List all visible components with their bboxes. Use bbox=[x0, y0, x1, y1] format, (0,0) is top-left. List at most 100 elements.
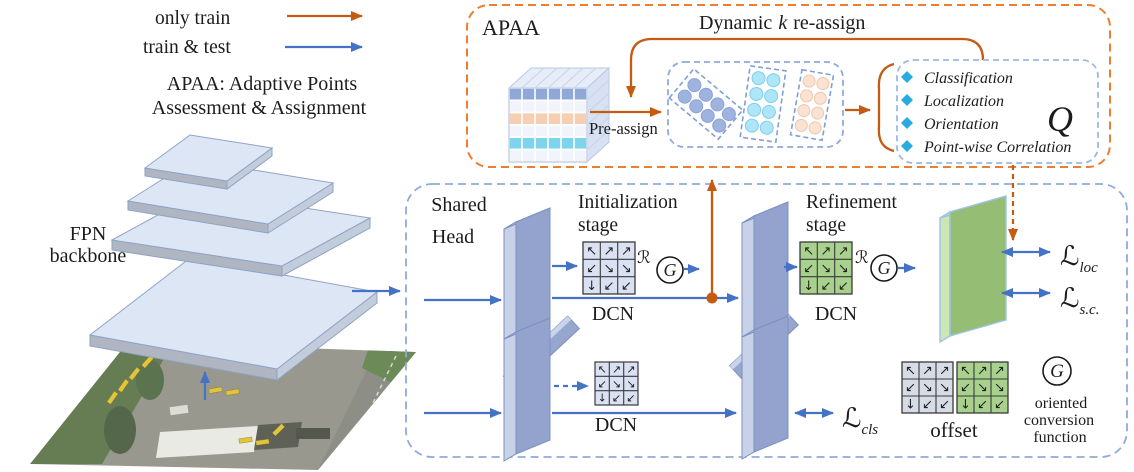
offset-arrow-icon: ↘ bbox=[838, 262, 849, 277]
offset-legend-label: offset bbox=[930, 418, 978, 442]
diamond-icons bbox=[901, 71, 913, 152]
point-group-cyan bbox=[739, 64, 787, 144]
loss-cls-label: ℒcls bbox=[842, 403, 878, 438]
offset-grid-cls: ↖ ↗ ↗ ↙ ↘ ↘ ↓ ↙ ↙ bbox=[594, 361, 639, 406]
offset-arrow-icon: ↗ bbox=[922, 364, 933, 379]
offset-arrow-icon: ↙ bbox=[586, 262, 597, 277]
offset-arrow-icon: ↘ bbox=[977, 381, 988, 396]
offset-arrow-icon: ↙ bbox=[821, 279, 832, 294]
offset-arrow-icon: ↙ bbox=[838, 279, 849, 294]
train-test-label: train & test bbox=[143, 37, 231, 58]
offset-arrow-icon: ↗ bbox=[994, 364, 1005, 379]
apaa-box-border bbox=[466, 4, 1111, 168]
dcn-label-cls: DCN bbox=[595, 414, 637, 436]
offset-arrow-icon: ↙ bbox=[803, 262, 814, 277]
fpn-plate-1 bbox=[143, 134, 274, 190]
offset-arrow-icon: ↘ bbox=[621, 262, 632, 277]
offset-arrow-icon: ↙ bbox=[604, 279, 615, 294]
fpn-plate-4 bbox=[88, 257, 379, 382]
shared-head-line2: Head bbox=[432, 226, 474, 248]
fpn-backbone: FPN backbone bbox=[30, 134, 416, 470]
pipeline-box: Shared Head Initialization stage Refinem… bbox=[405, 179, 1128, 462]
offset-arrow-icon: ↖ bbox=[598, 363, 607, 376]
offset-arrow-icon: ↙ bbox=[977, 398, 988, 413]
fpn-label-line1: FPN bbox=[70, 223, 107, 245]
g-caption-line2: conversion bbox=[1024, 412, 1094, 429]
g-symbol-refine: G bbox=[878, 258, 891, 278]
dynamic-k-reassign-loop-arrow bbox=[626, 37, 985, 98]
q-item-orientation: Orientation bbox=[924, 116, 999, 133]
point-group-peach bbox=[789, 68, 835, 142]
loss-sc-label: ℒs.c. bbox=[1060, 283, 1099, 318]
loss-loc-label: ℒloc bbox=[1060, 241, 1098, 276]
offset-arrow-icon: ↙ bbox=[922, 398, 933, 413]
offset-arrow-icon: ↘ bbox=[604, 262, 615, 277]
offset-arrow-icon: ↓ bbox=[960, 398, 971, 413]
offset-arrow-icon: ↗ bbox=[621, 244, 632, 259]
offset-arrow-icon: ↖ bbox=[905, 364, 916, 379]
r-symbol-refine: ℛ bbox=[855, 248, 869, 268]
offset-arrow-icon: ↙ bbox=[994, 398, 1005, 413]
apaa-definition-line2: Assessment & Assignment bbox=[152, 97, 367, 119]
refine-stage-line1: Refinement bbox=[806, 192, 898, 213]
offset-arrow-icon: ↓ bbox=[598, 392, 607, 405]
apaa-definition-line1: APAA: Adaptive Points bbox=[167, 73, 358, 95]
q-item-pointwise-correlation: Point-wise Correlation bbox=[923, 139, 1071, 156]
init-stage-line2: stage bbox=[578, 215, 618, 236]
legend-offset-grids: ↖ ↗ ↗ ↙ ↘ ↘ ↓ ↙ ↙ ↖ ↗ ↗ ↙ ↘ ↘ ↓ ↙ ↙ offs… bbox=[901, 361, 1009, 442]
pre-assign-label: Pre-assign bbox=[589, 119, 658, 138]
head-panel-cls-2 bbox=[741, 315, 789, 460]
apaa-title: APAA bbox=[482, 15, 540, 40]
offset-arrow-icon: ↘ bbox=[922, 381, 933, 396]
diamond-icon bbox=[901, 94, 913, 106]
dcn-label-refine: DCN bbox=[815, 303, 857, 325]
feature-cube bbox=[507, 66, 611, 164]
point-group-blue bbox=[668, 67, 744, 141]
fpn-label-line2: backbone bbox=[50, 245, 127, 267]
offset-arrow-icon: ↗ bbox=[939, 364, 950, 379]
point-groups-box bbox=[667, 61, 844, 148]
offset-arrow-icon: ↓ bbox=[905, 398, 916, 413]
g-symbol-init: G bbox=[664, 260, 677, 280]
g-caption-line1: oriented bbox=[1035, 395, 1087, 412]
offset-arrow-icon: ↖ bbox=[960, 364, 971, 379]
conversion-circle-legend bbox=[1042, 356, 1072, 386]
legend-conversion-function: G oriented conversion function bbox=[1024, 356, 1094, 446]
offset-arrow-icon: ↗ bbox=[604, 244, 615, 259]
offset-arrow-icon: ↘ bbox=[821, 262, 832, 277]
shared-head-line1: Shared bbox=[431, 194, 487, 216]
quality-box: Classification Localization Orientation … bbox=[896, 59, 1099, 164]
offset-arrow-icon: ↘ bbox=[994, 381, 1005, 396]
offset-arrow-icon: ↓ bbox=[803, 279, 814, 294]
offset-grid-refine: ↖ ↗ ↗ ↙ ↘ ↘ ↓ ↙ ↙ bbox=[799, 241, 853, 295]
offset-arrow-icon: ↙ bbox=[621, 279, 632, 294]
offset-arrow-icon: ↘ bbox=[939, 381, 950, 396]
g-symbol-legend: G bbox=[1050, 361, 1064, 382]
offset-arrow-icon: ↙ bbox=[905, 381, 916, 396]
offset-arrow-icon: ↙ bbox=[598, 377, 607, 390]
diamond-icon bbox=[901, 71, 913, 83]
offset-arrow-icon: ↓ bbox=[586, 279, 597, 294]
offset-arrow-icon: ↗ bbox=[838, 244, 849, 259]
g-caption-line3: function bbox=[1033, 429, 1086, 446]
refine-stage-line2: stage bbox=[806, 215, 846, 236]
offset-arrow-icon: ↗ bbox=[821, 244, 832, 259]
q-item-classification: Classification bbox=[924, 70, 1013, 87]
diamond-icon bbox=[901, 140, 913, 152]
init-stage-line1: Initialization bbox=[578, 192, 678, 213]
offset-grid-init: ↖ ↗ ↗ ↙ ↘ ↘ ↓ ↙ ↙ bbox=[582, 241, 636, 295]
quality-brace bbox=[877, 62, 895, 153]
head-panel-cls-1 bbox=[503, 317, 551, 462]
offset-arrow-icon: ↗ bbox=[626, 363, 635, 376]
conversion-circle-refine bbox=[870, 254, 898, 282]
offset-arrow-icon: ↙ bbox=[626, 392, 635, 405]
offset-arrow-icon: ↗ bbox=[977, 364, 988, 379]
pipeline-box-border bbox=[405, 183, 1128, 458]
offset-arrow-icon: ↙ bbox=[939, 398, 950, 413]
offset-arrow-icon: ↗ bbox=[612, 363, 621, 376]
r-symbol-init: ℛ bbox=[637, 248, 651, 268]
only-train-label: only train bbox=[155, 8, 231, 29]
